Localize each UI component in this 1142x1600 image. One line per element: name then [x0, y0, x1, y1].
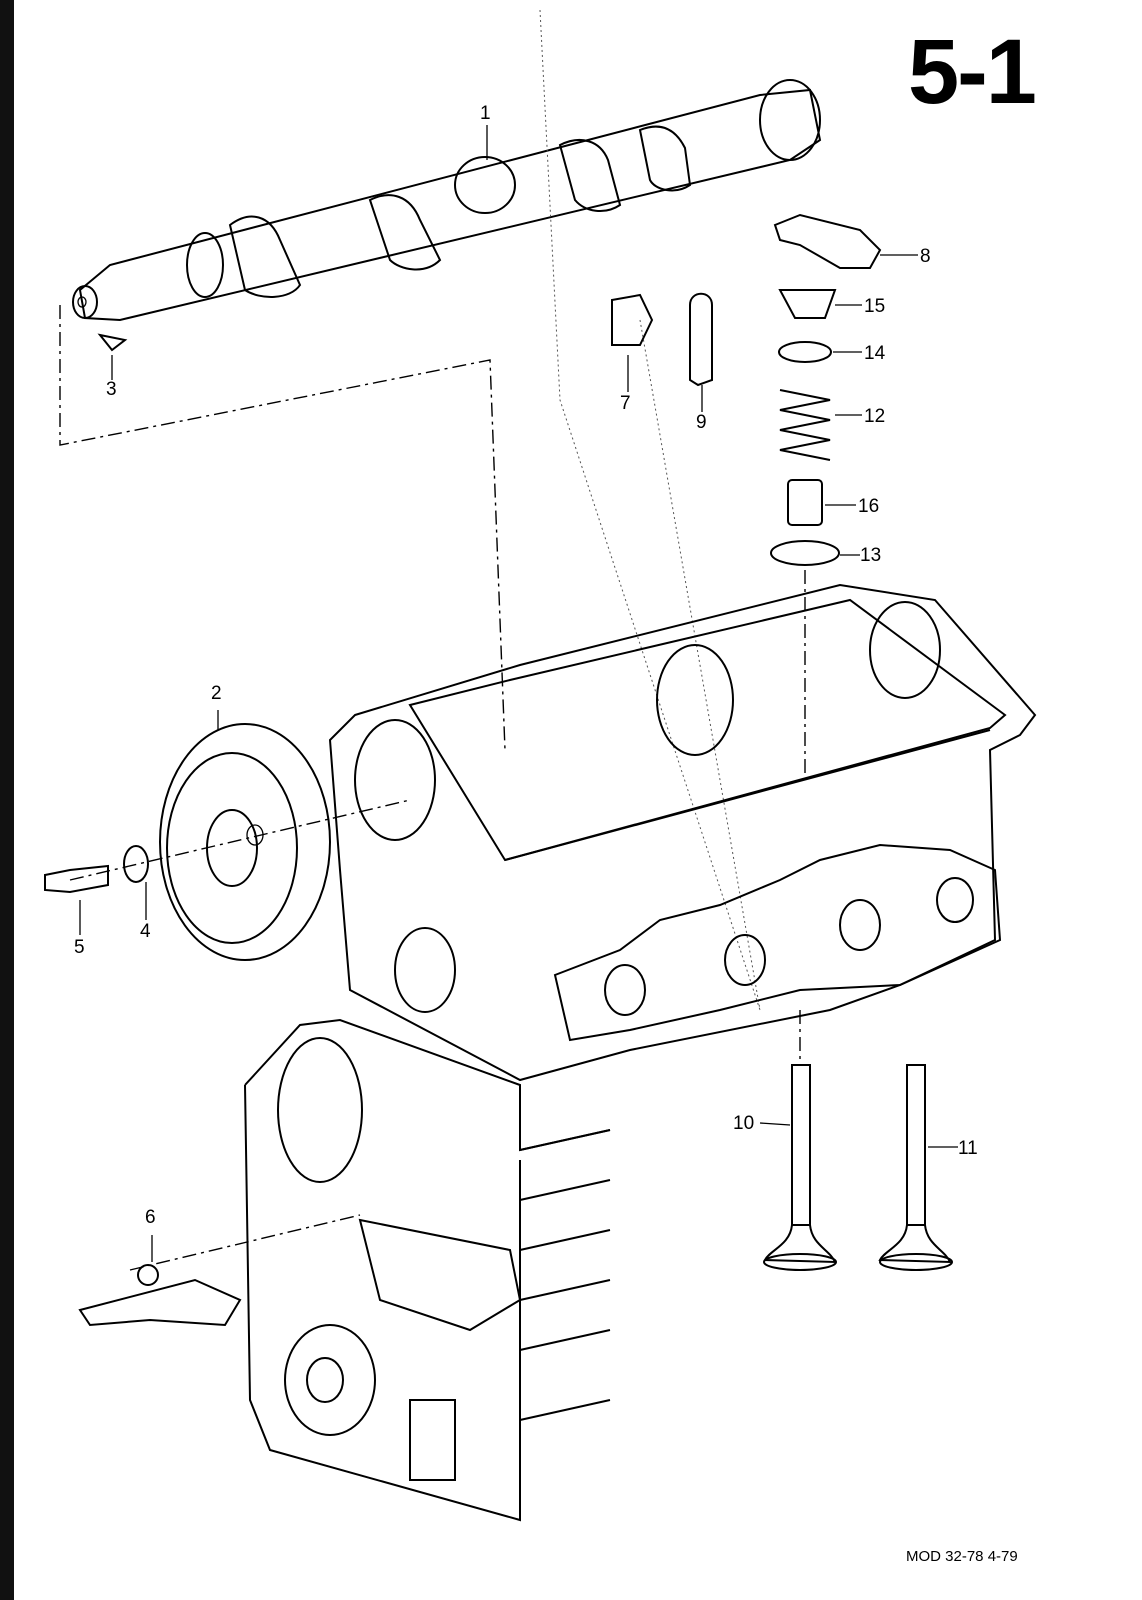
callout-15: 15 — [864, 296, 886, 317]
callout-6: 6 — [145, 1207, 156, 1228]
valve-seal-part — [787, 479, 823, 526]
key-part — [97, 333, 128, 352]
callout-10: 10 — [733, 1113, 755, 1134]
page-title: 5-1 — [908, 21, 1037, 123]
camshaft — [72, 79, 822, 322]
ball-stud-part — [689, 292, 713, 387]
callout-7: 7 — [620, 393, 631, 414]
callout-5: 5 — [74, 937, 85, 958]
bracket-part — [78, 1278, 242, 1327]
page-footer: MOD 32-78 4-79 — [906, 1548, 1018, 1565]
callout-14: 14 — [864, 343, 886, 364]
rocker-arm-part — [773, 213, 882, 269]
callout-4: 4 — [140, 921, 151, 942]
callout-1: 1 — [480, 103, 491, 124]
callout-11: 11 — [958, 1138, 978, 1159]
spring-seat-part — [770, 540, 840, 566]
valve-spring-part — [779, 389, 831, 461]
valve-keepers-part — [778, 289, 837, 319]
bolt-part — [44, 864, 109, 894]
callout-3: 3 — [106, 379, 117, 400]
spring-retainer-part — [778, 341, 832, 363]
callout-16: 16 — [858, 496, 880, 517]
clip-part — [611, 293, 654, 346]
callout-9: 9 — [696, 412, 707, 433]
callout-8: 8 — [920, 246, 931, 267]
intake-valve-part — [763, 1064, 837, 1271]
callout-12: 12 — [864, 406, 886, 427]
exhaust-valve-part — [878, 1064, 953, 1271]
cylinder-head — [328, 583, 1037, 1082]
engine-block — [244, 1018, 611, 1522]
callout-13: 13 — [860, 545, 882, 566]
washer-part — [123, 845, 149, 883]
callout-2: 2 — [211, 683, 222, 704]
scan-edge — [0, 0, 14, 1600]
sprocket-part — [159, 723, 331, 961]
